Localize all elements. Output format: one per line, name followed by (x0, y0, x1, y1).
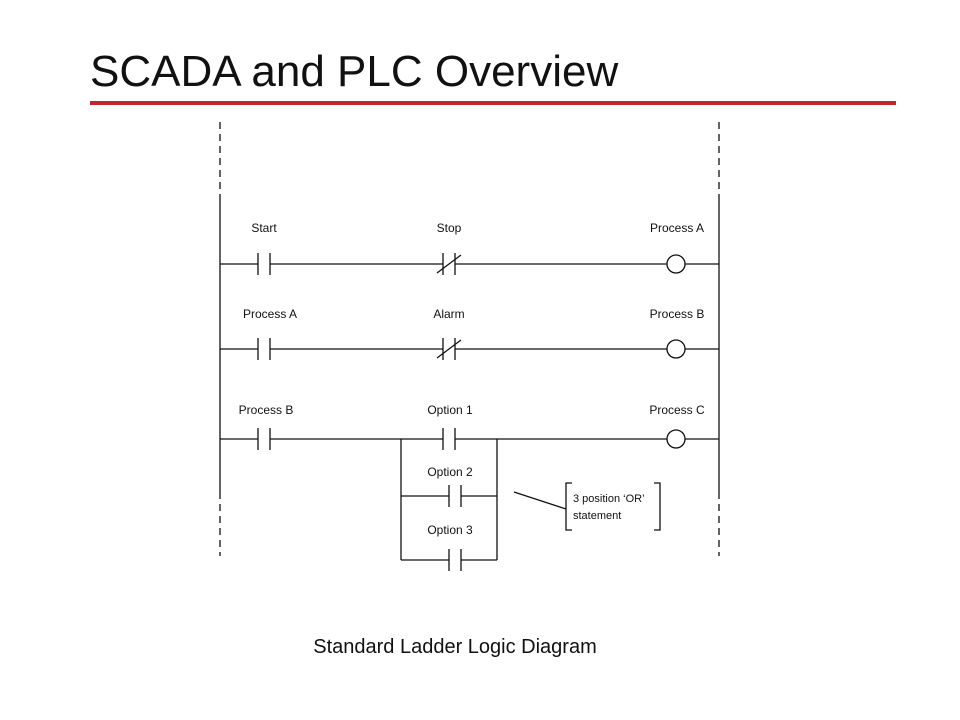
label-process-b-coil: Process B (650, 307, 705, 321)
rung-3 (220, 428, 719, 571)
label-option-2: Option 2 (427, 465, 473, 479)
coil-process-a (666, 254, 686, 274)
title-underline (90, 101, 896, 105)
label-process-c-coil: Process C (649, 403, 705, 417)
label-process-a-contact: Process A (243, 307, 297, 321)
annotation-leader (513, 491, 567, 510)
label-stop: Stop (437, 221, 462, 235)
contact-option-3 (448, 549, 462, 571)
annotation-line-1: 3 position ‘OR’ (573, 493, 645, 505)
label-option-3: Option 3 (427, 523, 473, 537)
diagram-caption: Standard Ladder Logic Diagram (313, 636, 597, 658)
label-option-1: Option 1 (427, 403, 473, 417)
annotation-line-2: statement (573, 510, 621, 522)
label-process-b-contact: Process B (239, 403, 294, 417)
rung-2 (220, 338, 719, 360)
contact-start (257, 253, 271, 275)
label-process-a-coil: Process A (650, 221, 704, 235)
annotation-bracket-right (654, 482, 661, 531)
contact-option-1 (442, 428, 456, 450)
label-alarm: Alarm (433, 307, 464, 321)
slide-title: SCADA and PLC Overview (90, 47, 619, 96)
rung-1 (220, 253, 719, 275)
contact-option-2 (448, 485, 462, 507)
contact-process-b (257, 428, 271, 450)
annotation-bracket-left (565, 482, 572, 531)
coil-process-b (666, 339, 686, 359)
label-start: Start (251, 221, 277, 235)
contact-process-a (257, 338, 271, 360)
coil-process-c (666, 429, 686, 449)
